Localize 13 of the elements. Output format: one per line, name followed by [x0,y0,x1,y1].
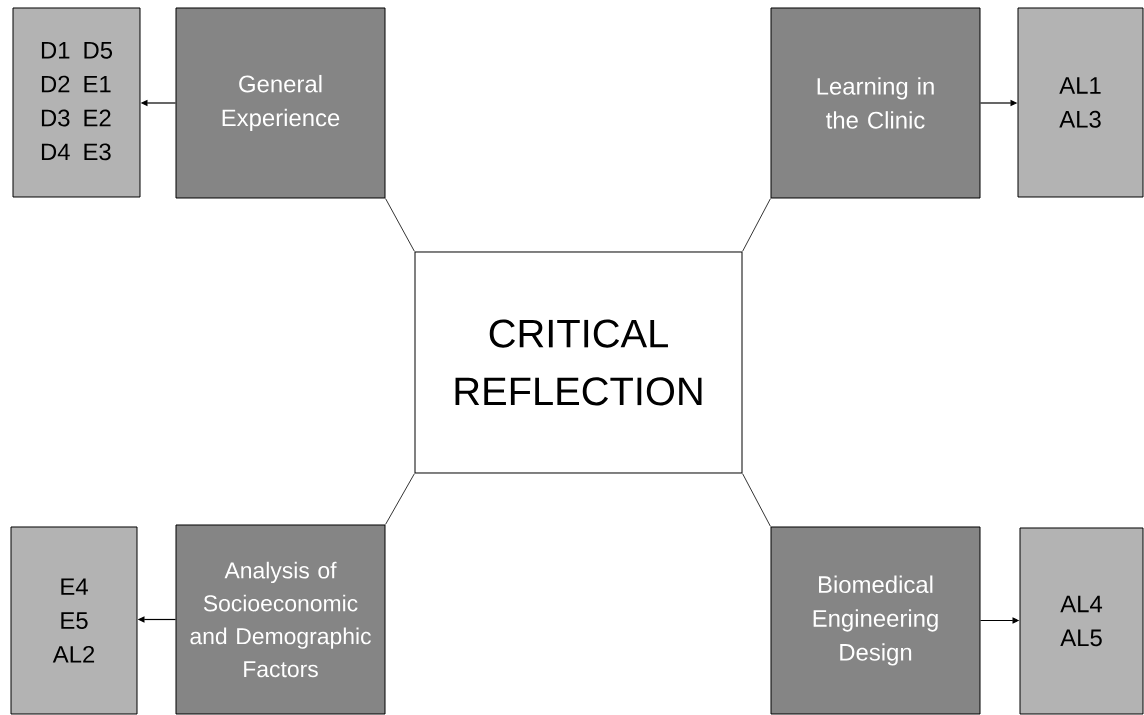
code-list-box: D1 D5 D2 E1 D3 E2 D4 E3 [12,7,141,198]
connector-line [742,198,771,252]
process-box: Biomedical Engineering Design [770,526,981,715]
connector-line [385,198,415,252]
central-box: CRITICAL REFLECTION [414,251,743,474]
process-box: Analysis of Socioeconomic and Demographic Factors [175,524,386,715]
code-list-box: AL4 AL5 [1019,527,1144,715]
process-box: Learning in the Clinic [770,7,981,199]
connector-line [742,473,771,527]
process-box: General Experience [175,7,386,199]
code-list-box: AL1 AL3 [1017,7,1144,198]
code-list-box: E4 E5 AL2 [10,526,138,715]
connector-line [385,473,415,525]
